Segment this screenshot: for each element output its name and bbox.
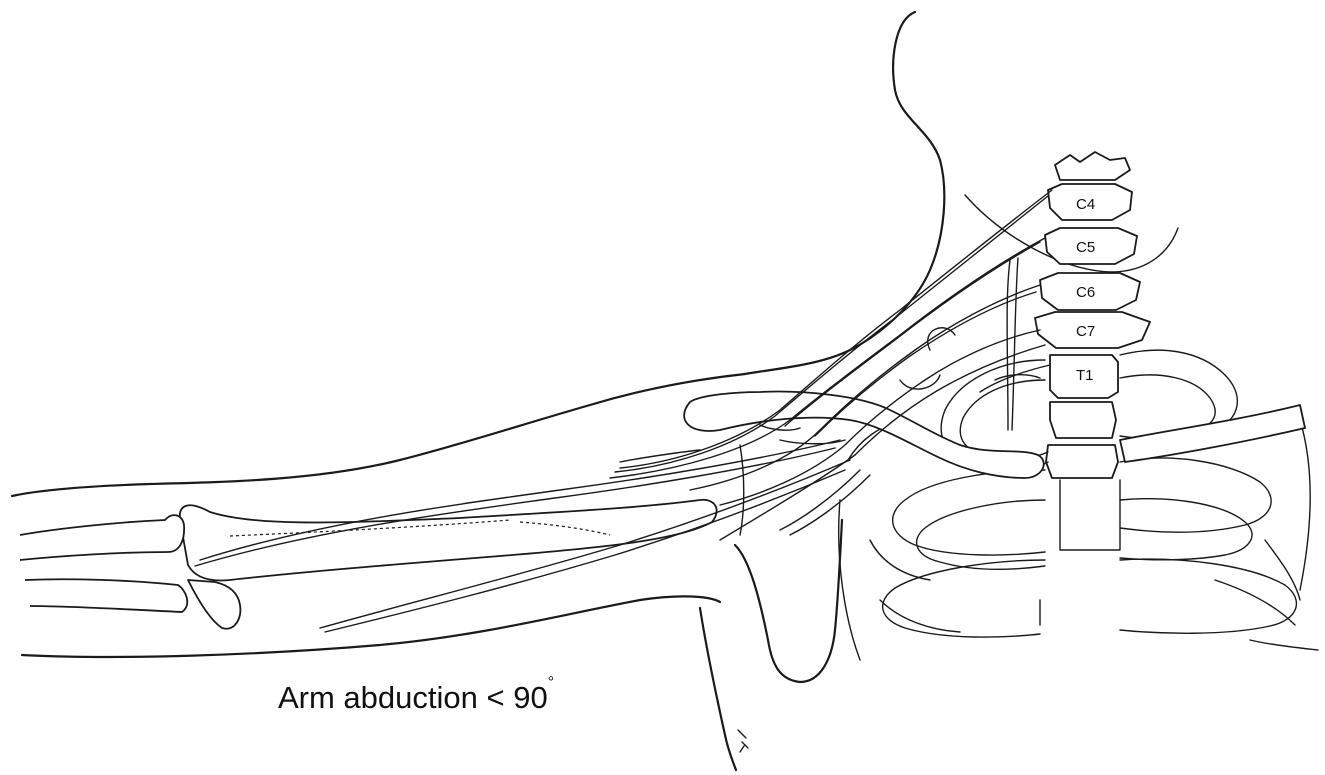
head-neck-outline: [745, 12, 944, 374]
rib-cage-right: [1120, 350, 1318, 650]
caption-degree: °: [548, 674, 554, 691]
caption: Arm abduction < 90°: [278, 680, 554, 716]
elbow-joint: [188, 580, 240, 629]
vertebra-label-c6: C6: [1076, 284, 1095, 301]
axilla-line: [700, 608, 736, 770]
clavicle-right: [1120, 405, 1305, 462]
sternum: [1060, 480, 1120, 550]
vertebra-label-t1: T1: [1076, 367, 1094, 384]
vertebra-label-c7: C7: [1076, 323, 1095, 340]
caption-text: Arm abduction < 90: [278, 680, 548, 715]
vertebra-label-c5: C5: [1076, 239, 1095, 256]
forearm-bone-upper: [20, 515, 184, 560]
forearm-bone-lower: [25, 579, 187, 612]
arm-top-outline: [12, 374, 745, 496]
scapula-outline: [735, 520, 842, 682]
vertebra-label-c4: C4: [1076, 196, 1095, 213]
axilla-mark: [738, 730, 748, 752]
